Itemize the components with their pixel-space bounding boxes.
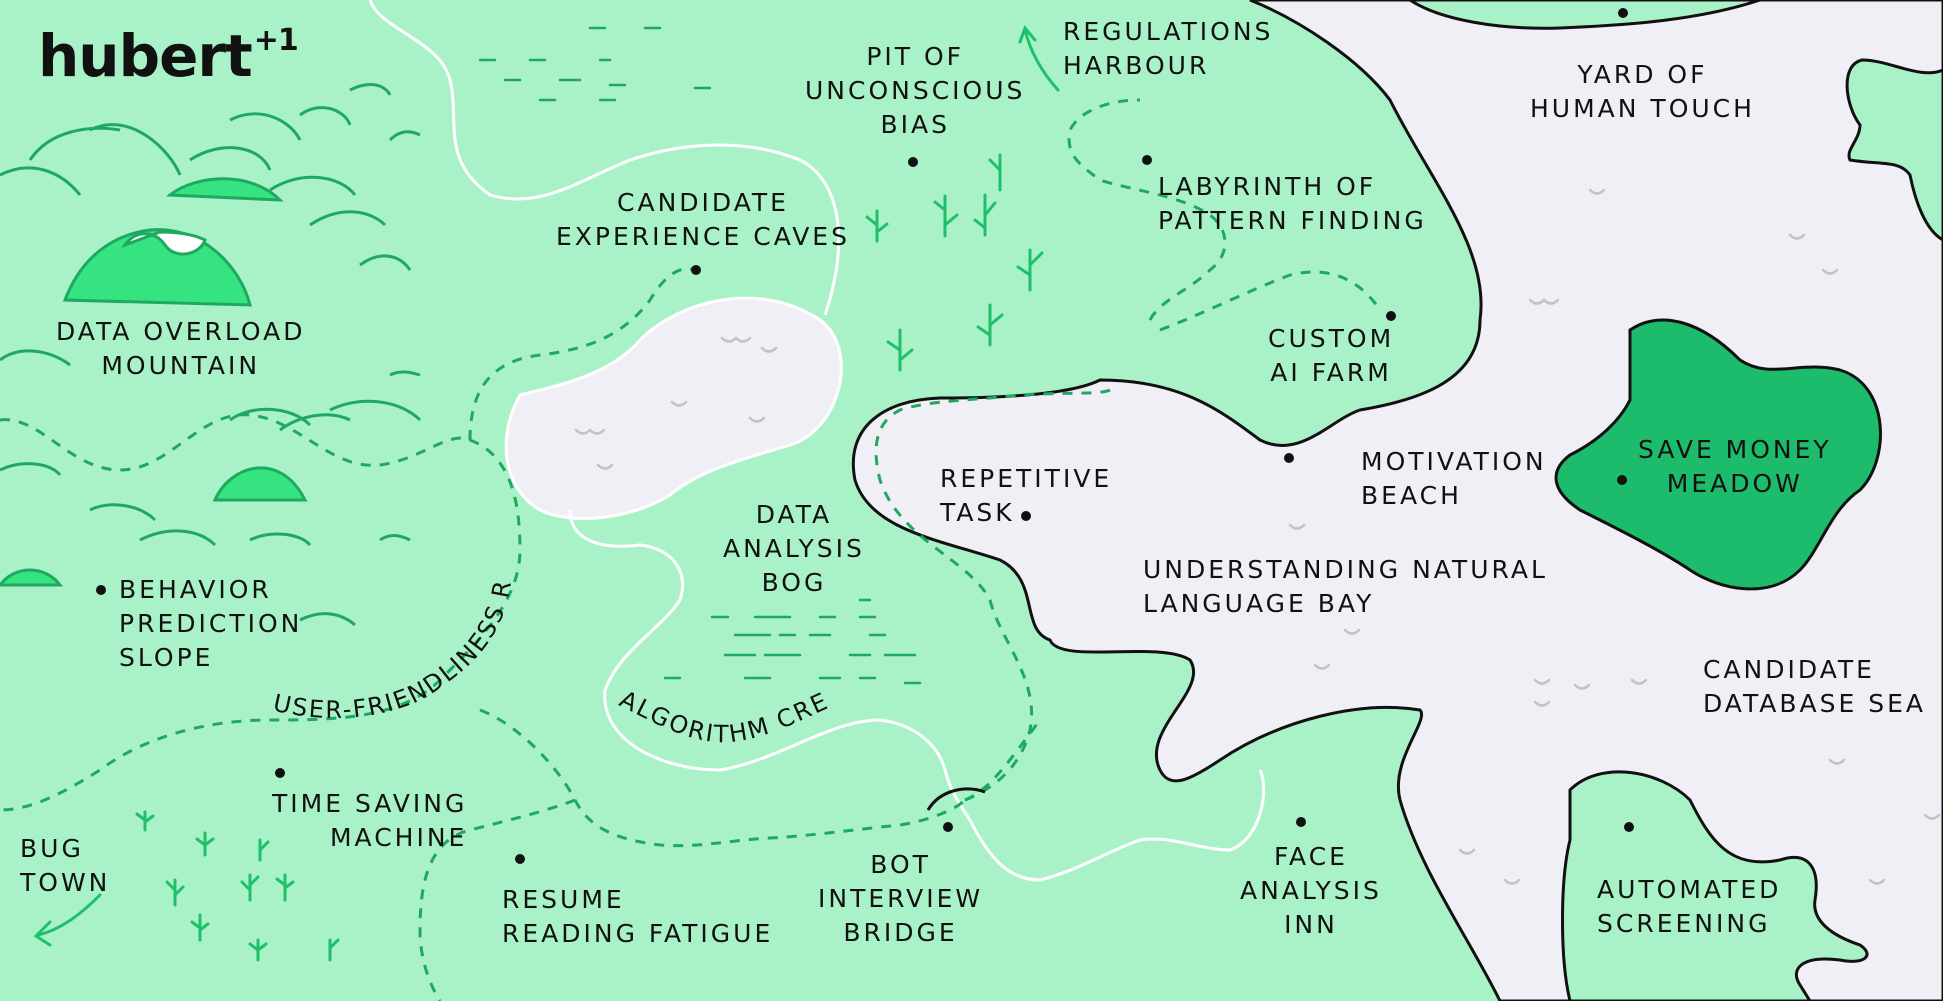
automated-screening-label: AUTOMATED SCREENING <box>1597 875 1782 938</box>
data-overload-mountain-label: DATA OVERLOAD MOUNTAIN <box>56 317 306 380</box>
bot-interview-bridge-label: BOT INTERVIEW BRIDGE <box>818 850 984 947</box>
logo-text: hubert <box>38 22 253 90</box>
repetitive-task-label: REPETITIVE TASK <box>940 464 1113 527</box>
bog-marks <box>663 598 922 685</box>
candidate-database-sea-label: CANDIDATE DATABASE SEA <box>1703 655 1927 718</box>
water-marks <box>574 188 1941 885</box>
behavior-prediction-slope-label: BEHAVIOR PREDICTION SLOPE <box>119 575 303 672</box>
hills <box>0 83 422 627</box>
algorithm-creek <box>368 0 1266 882</box>
logo-superscript: +1 <box>253 23 299 58</box>
arrows <box>33 25 1060 947</box>
labyrinth-of-pattern-finding-label: LABYRINTH OF PATTERN FINDING <box>1158 172 1427 235</box>
custom-ai-farm-label: CUSTOM AI FARM <box>1268 324 1395 387</box>
face-analysis-inn-label: FACE ANALYSIS INN <box>1240 842 1382 939</box>
understanding-natural-language-bay-label: UNDERSTANDING NATURAL LANGUAGE BAY <box>1143 555 1548 618</box>
location-dots <box>96 8 1634 864</box>
pit-of-unconscious-bias-label: PIT OF UNCONSCIOUS BIAS <box>805 42 1026 139</box>
hill-fills <box>0 177 308 587</box>
sprouts <box>135 153 1044 962</box>
yard-of-human-touch-label: YARD OF HUMAN TOUCH <box>1530 60 1755 123</box>
right-edge-island <box>1845 58 1943 242</box>
regulations-harbour-label: REGULATIONS HARBOUR <box>1063 17 1274 80</box>
candidate-database-sea <box>851 0 1943 1001</box>
yard-of-human-touch-island <box>1407 0 1761 30</box>
dash-marks <box>478 26 712 102</box>
hubert-logo[interactable]: hubert+1 <box>38 22 299 90</box>
time-saving-machine-label: TIME SAVING MACHINE <box>272 789 468 852</box>
save-money-meadow-label: SAVE MONEY MEADOW <box>1638 435 1832 498</box>
bug-town-label: BUG TOWN <box>20 834 111 897</box>
lake <box>504 296 843 520</box>
data-analysis-bog-label: DATA ANALYSIS BOG <box>723 500 865 597</box>
resume-reading-fatigue-label: RESUME READING FATIGUE <box>502 885 774 948</box>
candidate-experience-caves-label: CANDIDATE EXPERIENCE CAVES <box>556 188 850 251</box>
motivation-beach-label: MOTIVATION BEACH <box>1361 447 1547 510</box>
bot-interview-bridge <box>926 787 986 811</box>
save-money-meadow-island <box>1554 318 1882 591</box>
dashed-roads <box>0 98 1382 1001</box>
